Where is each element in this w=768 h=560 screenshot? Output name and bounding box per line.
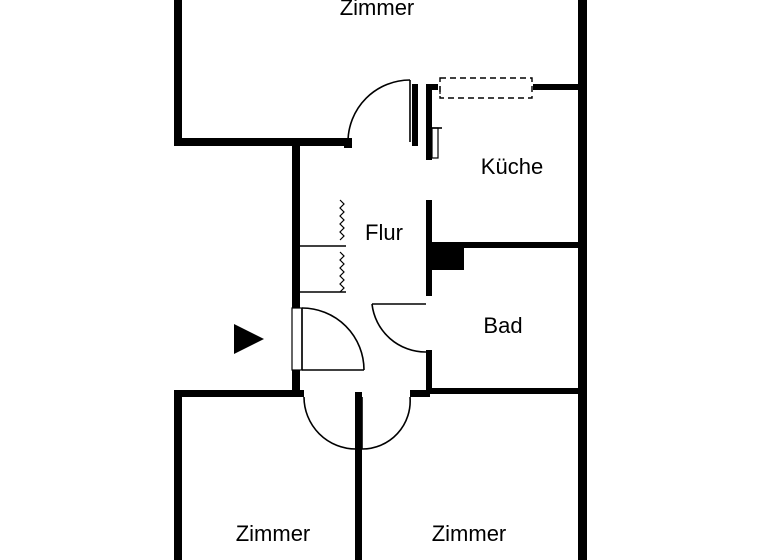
- room-label-top: Zimmer: [340, 0, 415, 20]
- door-bottom-left-arc: [303, 396, 357, 450]
- wall-kitchen-left-lower: [426, 200, 432, 246]
- door-bath-arc: [371, 303, 427, 353]
- shaft: [432, 248, 464, 270]
- wall-bottom-top-mid: [410, 390, 430, 397]
- wardrobe-zigzag-lower: [339, 251, 345, 293]
- wall-kitchen-top: [533, 84, 587, 90]
- wall-bath-left: [426, 248, 432, 296]
- room-label-bottom-left: Zimmer: [236, 521, 311, 546]
- wall-hall-left-upper: [292, 146, 300, 308]
- kitchen-window: [439, 77, 533, 99]
- walls: [174, 0, 587, 560]
- door-entrance-arc: [301, 307, 365, 371]
- door-top-arc: [347, 79, 411, 143]
- doors: [291, 79, 442, 450]
- room-label-hall: Flur: [365, 220, 403, 245]
- wall-kitchen-bath: [426, 242, 587, 248]
- wall-top-room-bottom: [174, 138, 352, 146]
- room-label-bottom-right: Zimmer: [432, 521, 507, 546]
- wall-bottom-partition: [355, 392, 362, 560]
- door-entrance-frame: [291, 307, 303, 371]
- door-kitchen-leaf: [431, 127, 439, 159]
- wall-right-outer: [578, 0, 587, 560]
- wall-top-door-stub: [412, 84, 418, 146]
- door-bottom-right-arc: [361, 396, 411, 450]
- wall-bath-bottom: [426, 388, 587, 394]
- wall-hall-left-lower: [292, 370, 300, 394]
- wall-bath-left-lower: [426, 350, 432, 392]
- room-labels: Zimmer Küche Flur Bad Zimmer Zimmer: [236, 0, 543, 546]
- wall-top-door-left: [344, 138, 352, 148]
- room-label-bath: Bad: [483, 313, 522, 338]
- room-label-kitchen: Küche: [481, 154, 543, 179]
- wall-top-left: [174, 0, 182, 146]
- entrance-arrow-icon: [234, 324, 264, 354]
- wardrobe-zigzag-upper: [339, 199, 345, 241]
- hall-wardrobe: [300, 199, 346, 293]
- wall-bottom-top-left: [174, 390, 304, 397]
- wall-bottom-left: [174, 390, 182, 560]
- kitchen-window-outline: [439, 77, 533, 99]
- wall-kitchen-left-upper: [426, 84, 432, 160]
